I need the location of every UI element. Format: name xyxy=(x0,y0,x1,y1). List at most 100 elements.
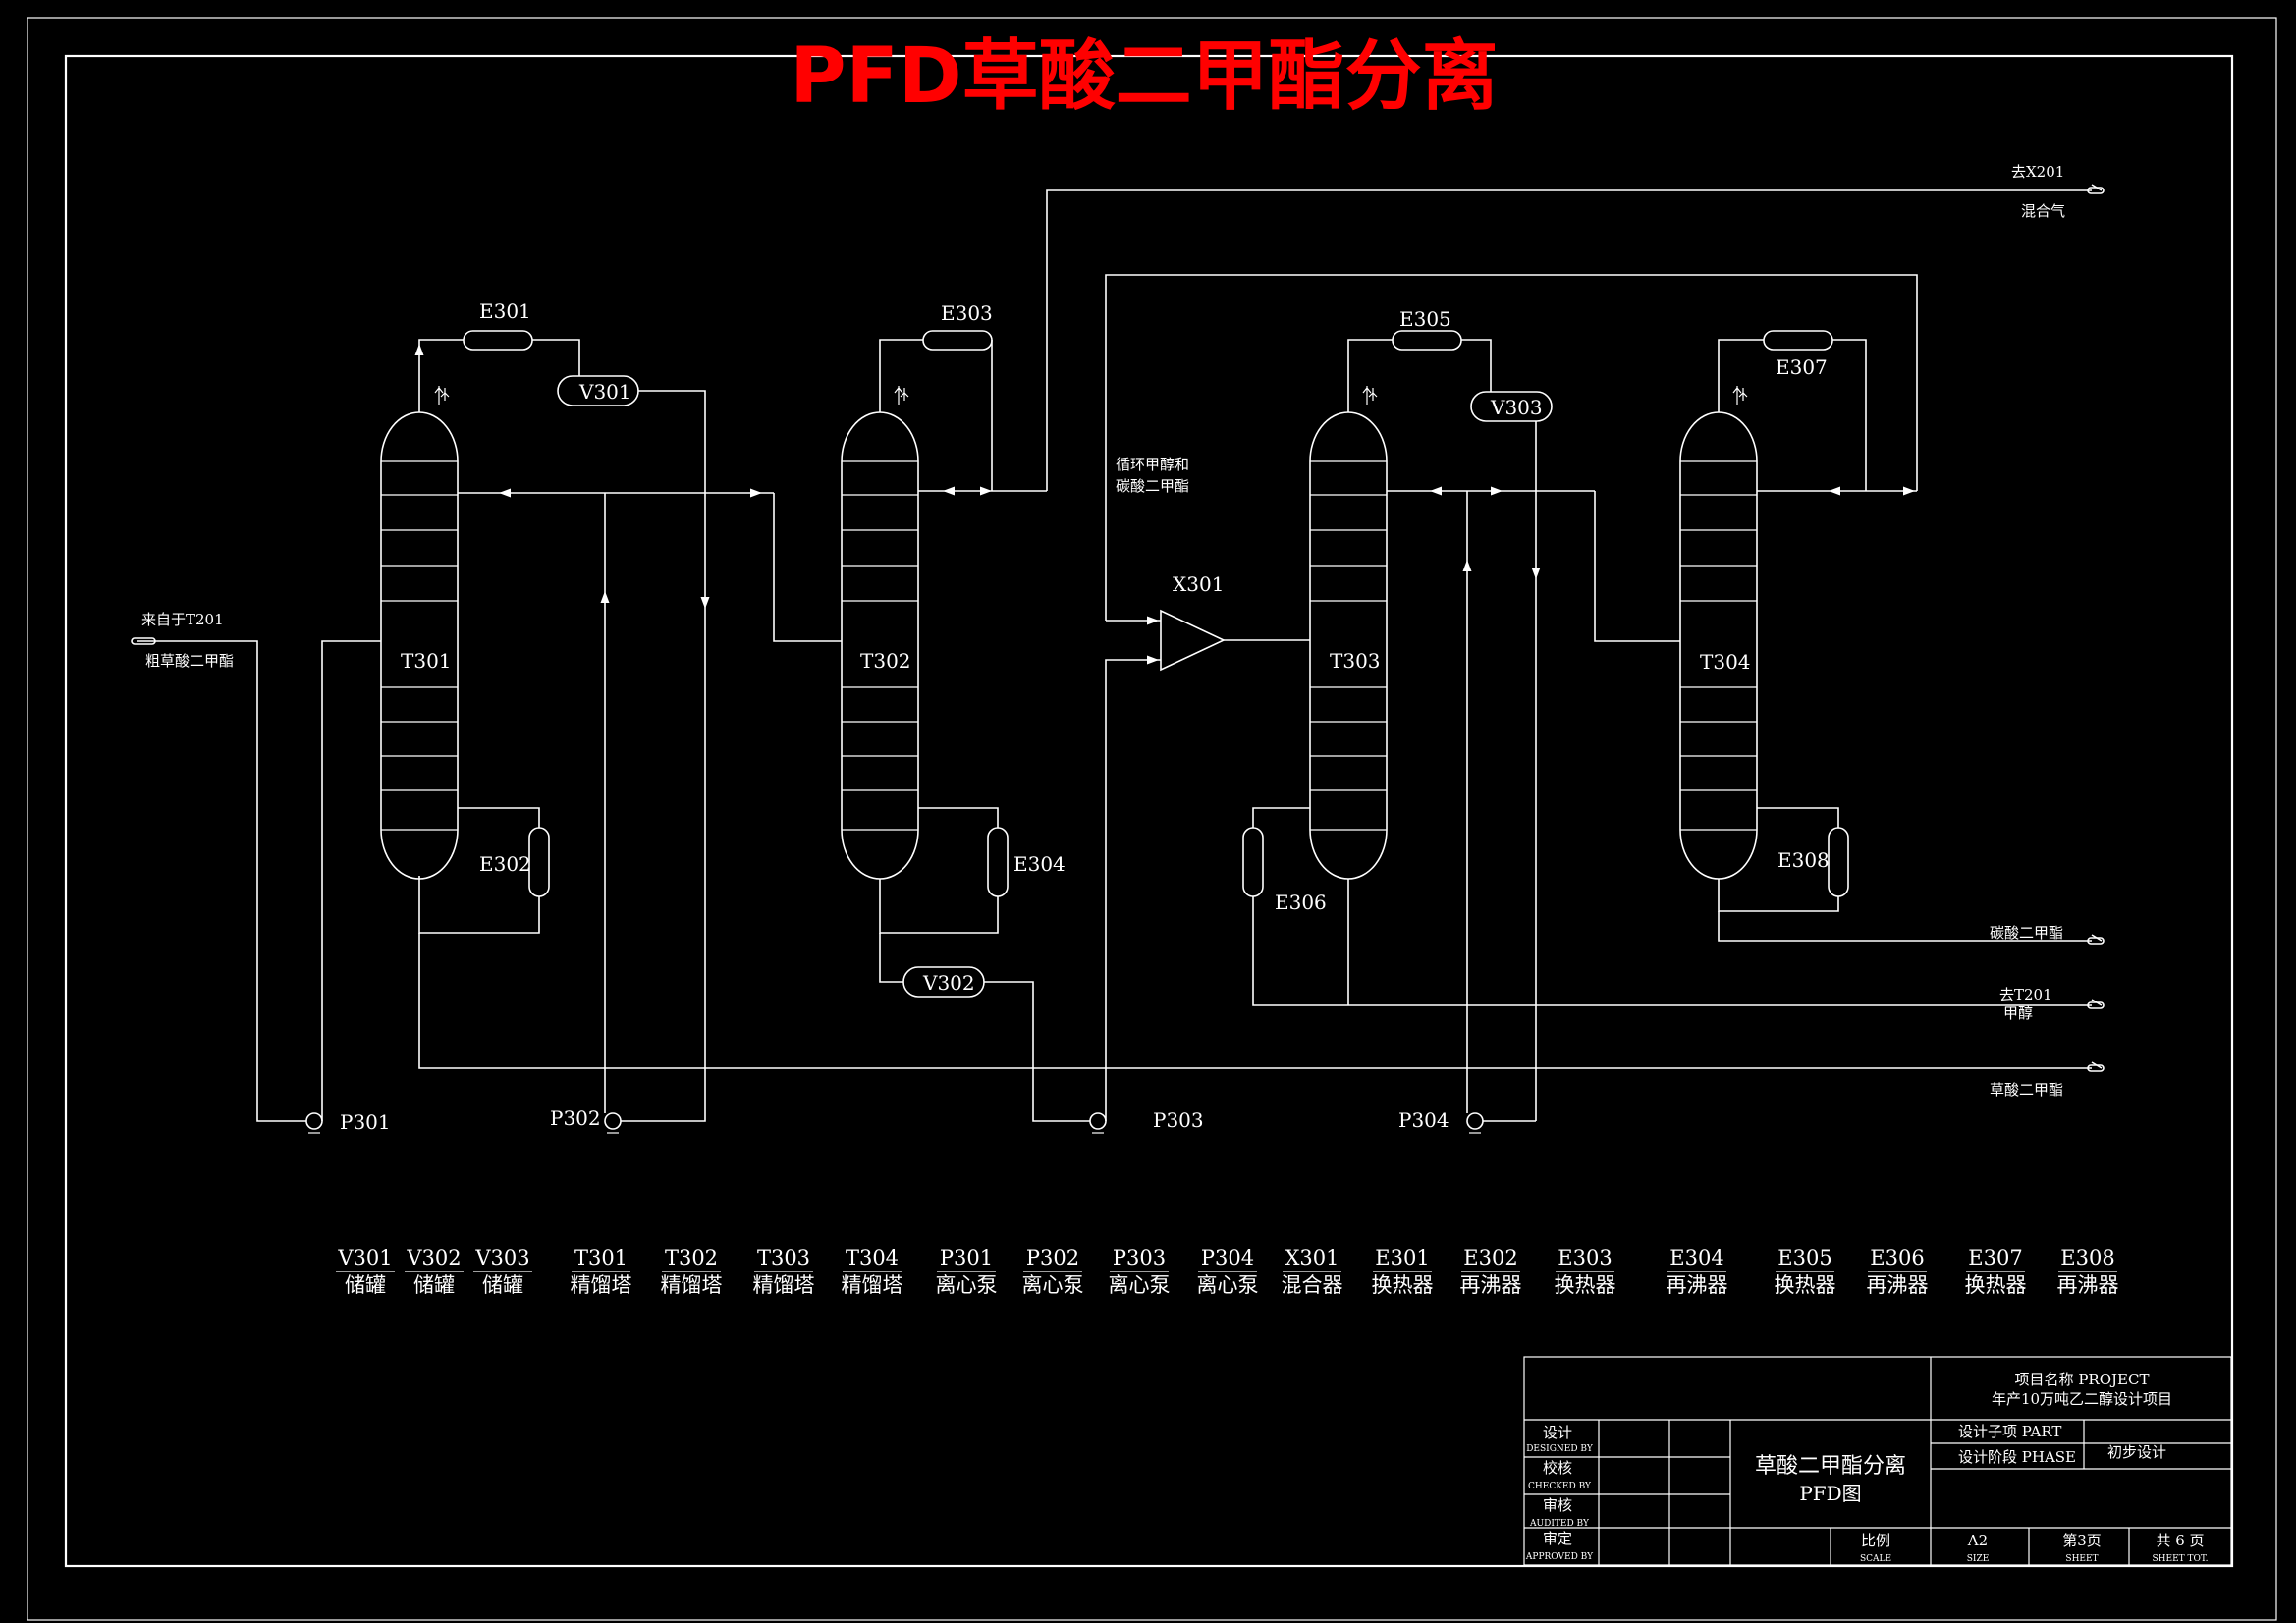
title-block xyxy=(1523,1356,2232,1566)
stream-mixed-gas: 混合气 xyxy=(2021,202,2065,220)
legend-name: 储罐 xyxy=(413,1273,455,1297)
legend-code: E303 xyxy=(1558,1246,1612,1270)
legend-code: E307 xyxy=(1968,1246,2022,1270)
label-v303: V303 xyxy=(1490,396,1543,419)
legend-name: 换热器 xyxy=(1372,1273,1434,1297)
sheet-outer-border xyxy=(27,17,2277,1621)
label-v301: V301 xyxy=(578,380,631,404)
legend-code: P303 xyxy=(1113,1246,1166,1270)
tb-approved: 审定 xyxy=(1543,1530,1572,1547)
tb-checked-en: CHECKED BY xyxy=(1528,1482,1592,1491)
legend-name: 离心泵 xyxy=(936,1273,998,1297)
column-t301 xyxy=(380,411,459,880)
legend-name: 精馏塔 xyxy=(753,1273,815,1297)
legend-name: 再沸器 xyxy=(1867,1273,1929,1297)
legend-name: 储罐 xyxy=(482,1273,523,1297)
label-p304: P304 xyxy=(1398,1109,1449,1132)
label-t301: T301 xyxy=(401,649,452,673)
stream-to-x201: 去X201 xyxy=(2011,163,2064,181)
label-e303: E303 xyxy=(941,301,993,325)
label-p301: P301 xyxy=(340,1110,391,1134)
pump-p303 xyxy=(1089,1112,1107,1134)
legend-code: E305 xyxy=(1777,1246,1831,1270)
legend-code: E301 xyxy=(1375,1246,1429,1270)
legend-code: E308 xyxy=(2060,1246,2114,1270)
legend-name: 离心泵 xyxy=(1109,1273,1171,1297)
stream-to-t201: 去T201 xyxy=(1999,986,2052,1003)
legend-name: 精馏塔 xyxy=(842,1273,903,1297)
label-x301: X301 xyxy=(1173,572,1224,596)
pipe-ends xyxy=(131,187,2105,1072)
legend-code: T302 xyxy=(665,1246,718,1270)
stream-methanol: 甲醇 xyxy=(2003,1004,2033,1022)
tb-scale-label: 比例 xyxy=(1861,1532,1890,1549)
legend-name: 换热器 xyxy=(1775,1273,1836,1297)
tb-designed-en: DESIGNED BY xyxy=(1526,1444,1594,1454)
sheet-inner-border xyxy=(64,54,2234,1568)
tb-sheet-value: 第3页 xyxy=(2062,1532,2102,1549)
reboiler-e302 xyxy=(528,827,550,897)
tb-project-name: 年产10万吨乙二醇设计项目 xyxy=(1992,1390,2172,1408)
legend-name: 再沸器 xyxy=(2057,1273,2119,1297)
reboiler-e304 xyxy=(987,827,1009,897)
reboiler-e308 xyxy=(1828,827,1849,897)
legend-code: E304 xyxy=(1669,1246,1723,1270)
tb-approved-en: APPROVED BY xyxy=(1525,1552,1594,1562)
drum-v303 xyxy=(1470,391,1553,422)
tb-audited: 审核 xyxy=(1543,1496,1572,1514)
legend-name: 换热器 xyxy=(1555,1273,1616,1297)
condenser-e307 xyxy=(1763,330,1833,351)
stream-feed-name: 粗草酸二甲酯 xyxy=(145,652,234,670)
legend-name: 离心泵 xyxy=(1197,1273,1259,1297)
label-e302: E302 xyxy=(479,852,531,876)
label-p302: P302 xyxy=(550,1107,601,1130)
tb-size-value: A2 xyxy=(1967,1532,1988,1549)
tb-audited-en: AUDITED BY xyxy=(1529,1519,1590,1529)
tb-project-label: 项目名称 PROJECT xyxy=(2015,1371,2150,1388)
legend-name: 储罐 xyxy=(345,1273,386,1297)
tb-phase-label: 设计阶段 PHASE xyxy=(1958,1448,2076,1466)
label-e306: E306 xyxy=(1275,891,1327,914)
condenser-e305 xyxy=(1392,330,1462,351)
tb-total-en: SHEET TOT. xyxy=(2153,1554,2209,1564)
legend-code: T303 xyxy=(757,1246,810,1270)
tb-part-label: 设计子项 PART xyxy=(1958,1423,2061,1440)
tb-total-value: 共 6 页 xyxy=(2156,1532,2204,1549)
tb-drawing-title: 草酸二甲酯分离 xyxy=(1755,1454,1906,1479)
legend-code: T304 xyxy=(846,1246,899,1270)
tb-scale-en: SCALE xyxy=(1860,1554,1891,1564)
legend-code: V303 xyxy=(474,1246,529,1270)
legend-code: V301 xyxy=(337,1246,392,1270)
tb-sheet-en: SHEET xyxy=(2065,1554,2098,1564)
legend-code: T301 xyxy=(574,1246,628,1270)
condenser-e301 xyxy=(463,330,533,351)
stream-feed-from: 来自于T201 xyxy=(141,611,224,628)
legend-name: 换热器 xyxy=(1965,1273,2027,1297)
legend-name: 混合器 xyxy=(1282,1273,1343,1297)
stream-dmo: 草酸二甲酯 xyxy=(1990,1081,2063,1099)
label-v302: V302 xyxy=(922,971,975,995)
label-t303: T303 xyxy=(1330,649,1381,673)
stream-dmc: 碳酸二甲酯 xyxy=(1990,924,2063,942)
legend-name: 再沸器 xyxy=(1460,1273,1522,1297)
legend-code: V302 xyxy=(406,1246,461,1270)
legend-name: 精馏塔 xyxy=(571,1273,632,1297)
legend-code: E302 xyxy=(1463,1246,1517,1270)
stream-recycle-2: 碳酸二甲酯 xyxy=(1116,477,1189,495)
drawing-title: PFD草酸二甲酯分离 xyxy=(790,32,1498,121)
legend-code: P302 xyxy=(1026,1246,1079,1270)
label-e307: E307 xyxy=(1776,355,1828,379)
label-e308: E308 xyxy=(1777,848,1830,872)
column-t303 xyxy=(1309,411,1388,880)
legend-name: 离心泵 xyxy=(1022,1273,1084,1297)
legend-code: X301 xyxy=(1285,1246,1339,1270)
tb-size-en: SIZE xyxy=(1967,1554,1990,1564)
label-e304: E304 xyxy=(1013,852,1066,876)
legend-code: P301 xyxy=(940,1246,993,1270)
tb-phase-value: 初步设计 xyxy=(2107,1443,2166,1461)
stream-recycle-1: 循环甲醇和 xyxy=(1116,456,1189,473)
label-t304: T304 xyxy=(1700,650,1751,674)
pump-p301 xyxy=(305,1112,323,1134)
flow-arrows xyxy=(414,344,1915,665)
